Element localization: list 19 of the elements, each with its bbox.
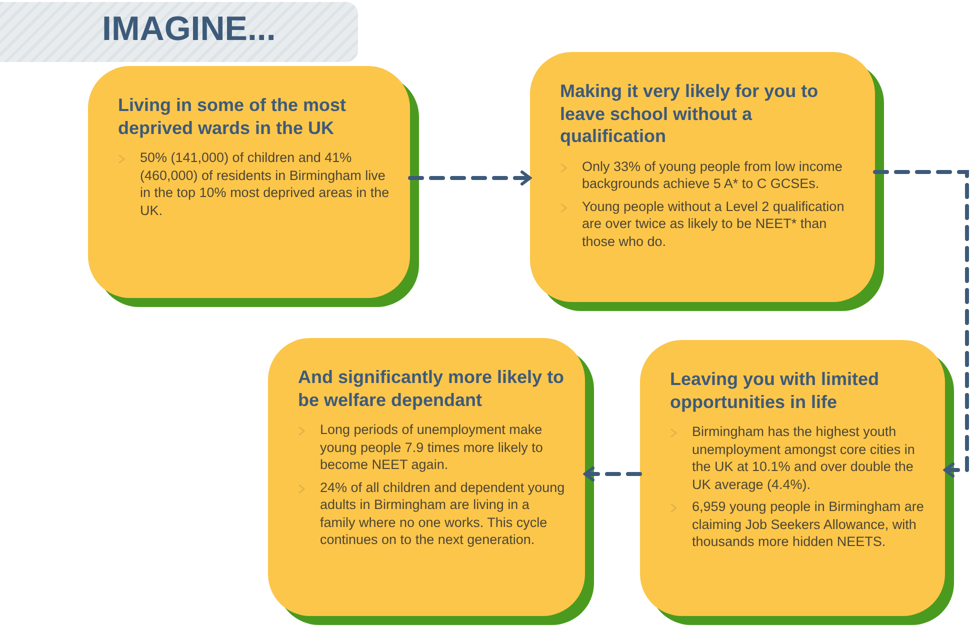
card: [268, 338, 585, 616]
card: [530, 52, 875, 302]
dashed-arrow: [873, 170, 969, 478]
bullet-text: 24% of all children and dependent young adults in Birmingham are living in a family where no one works. This cycle continues on to the next generation.: [320, 478, 566, 549]
title: IMAGINE...: [102, 10, 276, 49]
bullet-text: Young people without a Level 2 qualification are over twice as likely to be NEET* than those who do.: [582, 198, 846, 250]
card: [88, 66, 410, 298]
bullet-text: Birmingham has the highest youth unemployment amongst core cities in the UK at 10.1% and over double the UK average (4.4%).: [692, 423, 916, 494]
bullet-text: 50% (141,000) of children and 41% (460,000) of residents in Birmingham live in the top 10% most deprived areas in the UK.: [140, 149, 390, 220]
card-heading: Living in some of the most deprived wards in the UK: [118, 94, 348, 139]
dashed-arrow: [583, 466, 642, 482]
bullet-text: 6,959 young people in Birmingham are claiming Job Seekers Allowance, with thousands more hidden NEETS.: [692, 498, 925, 551]
dashed-arrow: [408, 170, 532, 186]
card-heading: And significantly more likely to be welfare dependant: [298, 366, 566, 411]
card-heading: Leaving you with limited opportunities in life: [670, 368, 880, 413]
card: [640, 340, 945, 616]
bullet-text: Only 33% of young people from low income backgrounds achieve 5 A* to C GCSEs.: [582, 158, 844, 193]
bullet-text: Long periods of unemployment make young people 7.9 times more likely to become NEET again.: [320, 421, 544, 474]
card-heading: Making it very likely for you to leave school without a qualification: [560, 80, 820, 148]
